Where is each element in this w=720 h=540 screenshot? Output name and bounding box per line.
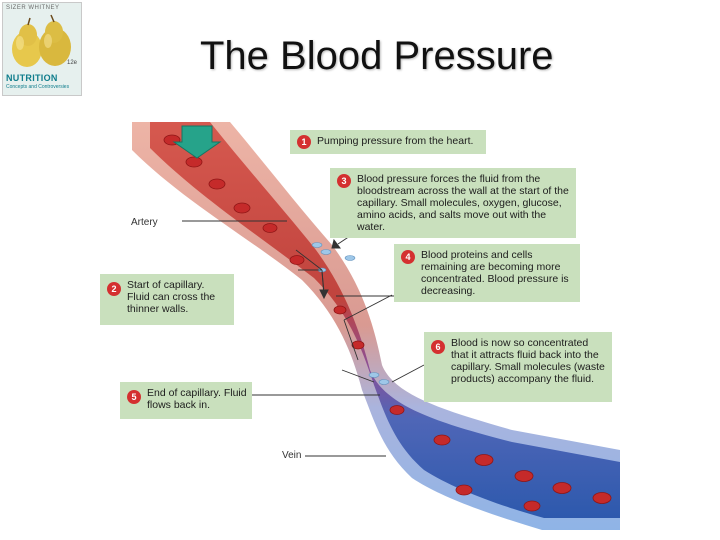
- pear-illustration: [12, 14, 71, 67]
- step-number-badge: 3: [337, 174, 351, 188]
- label-vein: Vein: [282, 450, 302, 461]
- step-text: Blood proteins and cells remaining are b…: [421, 249, 569, 297]
- pumping-arrow: [172, 125, 222, 159]
- book-cover-logo: SIZER WHITNEY 12e NUTRITION Concepts and…: [2, 2, 82, 96]
- callout-step-3: 3 Blood pressure forces the fluid from t…: [330, 168, 576, 238]
- step-number-badge: 4: [401, 250, 415, 264]
- step-text: Blood is now so concentrated that it att…: [451, 337, 605, 385]
- step-number-badge: 1: [297, 135, 311, 149]
- callout-step-1: 1 Pumping pressure from the heart.: [290, 130, 486, 154]
- capillary-diagram: Artery Vein 1 Pumping pressure from the …: [100, 120, 620, 530]
- red-blood-cells: [163, 134, 612, 512]
- vessel-illustration: [132, 122, 620, 530]
- label-artery: Artery: [131, 217, 158, 228]
- step-number-badge: 5: [127, 390, 141, 404]
- book-edition: 12e: [66, 60, 77, 66]
- step-text: Start of capillary. Fluid can cross the …: [127, 279, 216, 315]
- book-brand: NUTRITION: [6, 73, 58, 83]
- callout-step-2: 2 Start of capillary. Fluid can cross th…: [100, 274, 234, 325]
- slide-title: The Blood Pressure: [200, 34, 554, 78]
- callout-step-5: 5 End of capillary. Fluid flows back in.: [120, 382, 252, 419]
- step-text: Pumping pressure from the heart.: [317, 135, 474, 147]
- callout-step-4: 4 Blood proteins and cells remaining are…: [394, 244, 580, 302]
- book-authors: SIZER WHITNEY: [6, 5, 60, 11]
- book-tagline: Concepts and Controversies: [6, 84, 70, 90]
- step-text: Blood pressure forces the fluid from the…: [357, 173, 569, 233]
- callout-step-6: 6 Blood is now so concentrated that it a…: [424, 332, 612, 402]
- step-text: End of capillary. Fluid flows back in.: [147, 387, 247, 411]
- step-number-badge: 2: [107, 282, 121, 296]
- fluid-droplets: [311, 242, 390, 385]
- step-number-badge: 6: [431, 340, 445, 354]
